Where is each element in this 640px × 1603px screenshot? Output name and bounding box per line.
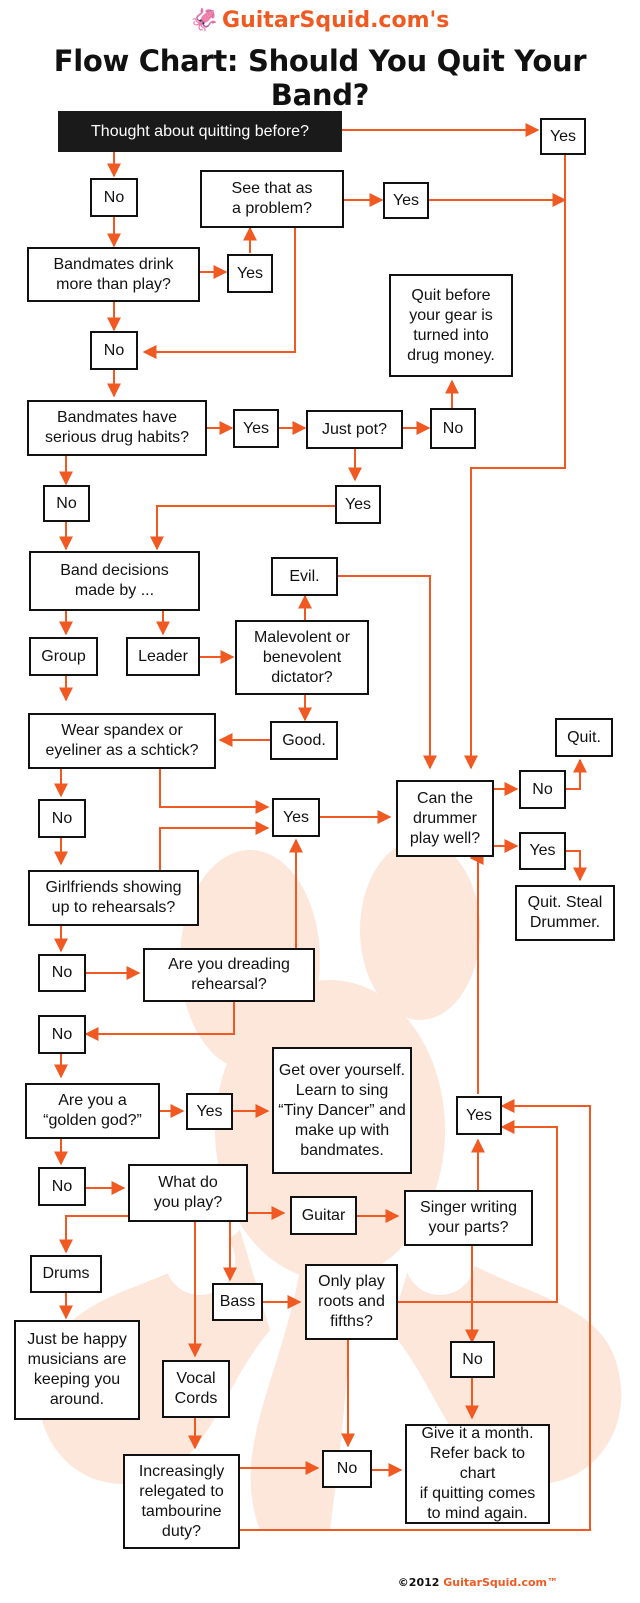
copyright-footer: ©2012 GuitarSquid.com™ <box>398 1576 558 1589</box>
arrow-no-to-quit <box>566 758 587 790</box>
node-no-golden: No <box>38 1167 86 1206</box>
node-quit-gear: Quit before your gear is turned into dru… <box>389 274 513 377</box>
node-month: Give it a month. Refer back to chart if … <box>405 1424 550 1524</box>
arrow-yes-to-steal <box>566 850 587 882</box>
node-no-1: No <box>90 178 138 217</box>
node-no-drugs: No <box>43 485 90 522</box>
node-no-bottom: No <box>322 1450 372 1488</box>
node-dreading: Are you dreading rehearsal? <box>143 948 315 1002</box>
node-no-pot: No <box>430 408 476 449</box>
node-yes-singer: Yes <box>456 1096 502 1135</box>
footer-brand: GuitarSquid.com™ <box>443 1576 558 1589</box>
arrow-spandex-to-yes <box>159 769 270 814</box>
node-bass: Bass <box>212 1283 263 1321</box>
arrow-yes-to-drummer-up <box>469 851 484 1094</box>
node-no-spandex: No <box>38 799 86 838</box>
node-spandex: Wear spandex or eyeliner as a schtick? <box>28 713 216 769</box>
node-yes-top: Yes <box>540 118 586 155</box>
arrow-gf-to-yes <box>159 821 270 872</box>
arrow-roots-to-yes <box>398 1120 558 1303</box>
node-drink: Bandmates drink more than play? <box>27 247 200 302</box>
copyright-text: ©2012 <box>397 1576 440 1589</box>
node-yes-drugs: Yes <box>233 409 279 448</box>
arrow-problem-to-no <box>142 228 296 359</box>
node-steal: Quit. Steal Drummer. <box>515 885 615 941</box>
node-yes-2: Yes <box>383 182 429 219</box>
node-dictator: Malevolent or benevolent dictator? <box>235 620 369 695</box>
node-no-after-drink: No <box>90 331 138 370</box>
arrow-yes-to-decisions <box>150 505 335 551</box>
node-what-play: What do you play? <box>128 1164 248 1222</box>
node-get-over: Get over yourself. Learn to sing “Tiny D… <box>272 1047 412 1174</box>
node-drummer: Can the drummer play well? <box>396 780 494 857</box>
node-decisions: Band decisions made by ... <box>29 551 200 611</box>
node-yes-mid: Yes <box>272 798 320 837</box>
node-pot: Just pot? <box>306 410 403 449</box>
node-yes-drummer: Yes <box>519 832 566 870</box>
node-guitar: Guitar <box>290 1196 357 1235</box>
node-yes-golden: Yes <box>186 1093 233 1130</box>
node-golden: Are you a “golden god?” <box>25 1083 160 1139</box>
node-happy: Just be happy musicians are keeping you … <box>14 1320 140 1420</box>
node-drugs: Bandmates have serious drug habits? <box>27 400 207 456</box>
logo-text: GuitarSquid.com's <box>222 8 450 33</box>
node-yes-drink: Yes <box>227 254 273 293</box>
node-yes-pot: Yes <box>335 485 381 524</box>
node-girlfriends: Girlfriends showing up to rehearsals? <box>28 870 199 926</box>
node-no-singer: No <box>450 1341 495 1378</box>
arrow-evil-to-drummer <box>338 575 437 770</box>
node-good: Good. <box>270 721 338 760</box>
arrow-dread-to-no <box>84 1002 235 1041</box>
node-tambourine: Increasingly relegated to tambourine dut… <box>123 1454 240 1549</box>
node-quit: Quit. <box>555 718 613 757</box>
page-title: Flow Chart: Should You Quit Your Band? <box>53 44 587 112</box>
node-no-dread: No <box>38 1015 86 1054</box>
arrow-whatplay-to-drums <box>59 1215 128 1254</box>
node-leader: Leader <box>126 637 200 676</box>
node-no-drummer: No <box>519 770 566 809</box>
node-group: Group <box>29 637 98 676</box>
node-singer: Singer writing your parts? <box>404 1190 533 1246</box>
node-no-gf: No <box>38 954 86 992</box>
squid-logo-icon: 🦑 <box>190 8 219 33</box>
node-roots: Only play roots and fifths? <box>305 1264 398 1340</box>
node-see-problem: See that as a problem? <box>200 170 344 228</box>
node-start: Thought about quitting before? <box>58 111 342 152</box>
node-drums: Drums <box>30 1255 102 1293</box>
arrow-tamb-to-yes-return <box>240 1099 591 1531</box>
node-vocal: Vocal Cords <box>162 1360 230 1418</box>
node-evil: Evil. <box>271 557 338 596</box>
arrow-yes-top-to-drummer <box>464 155 566 770</box>
site-logo: 🦑GuitarSquid.com's <box>0 8 640 33</box>
